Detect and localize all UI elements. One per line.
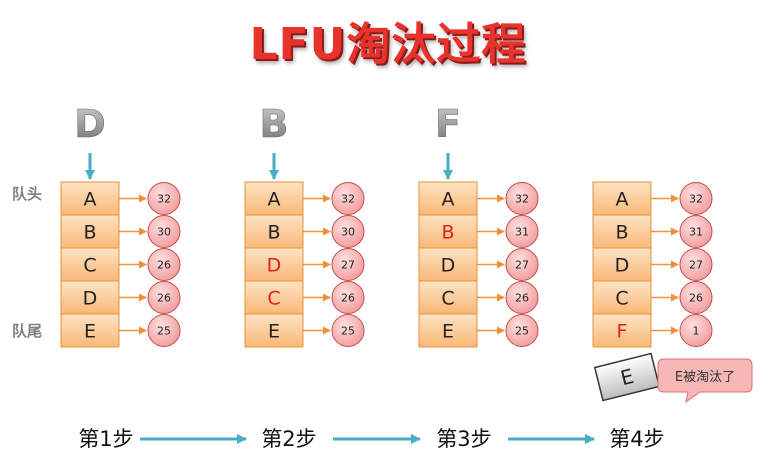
frequency-circle bbox=[147, 248, 181, 281]
frequency-circle bbox=[679, 215, 713, 248]
frequency-count: 27 bbox=[341, 259, 355, 272]
queue-cell bbox=[418, 214, 478, 249]
frequency-count: 27 bbox=[689, 259, 703, 272]
frequency-count: 32 bbox=[341, 193, 355, 206]
queue-cell bbox=[60, 181, 120, 216]
frequency-count: 31 bbox=[689, 226, 703, 239]
frequency-circle bbox=[679, 248, 713, 281]
frequency-count: 26 bbox=[341, 292, 355, 305]
queue-key: A bbox=[268, 189, 281, 211]
queue-key: C bbox=[615, 288, 628, 310]
queue-key: A bbox=[616, 189, 629, 211]
frequency-count: 32 bbox=[515, 193, 529, 206]
frequency-circle bbox=[679, 281, 713, 314]
frequency-circle bbox=[505, 248, 539, 281]
queue-key: B bbox=[615, 222, 628, 244]
frequency-count: 26 bbox=[515, 292, 529, 305]
frequency-circle bbox=[679, 314, 713, 347]
queue-key: E bbox=[84, 321, 96, 343]
step-label-1: 第1步 bbox=[78, 427, 133, 451]
step-column-4: A 32B 31D 27C 26F 1 bbox=[592, 181, 713, 348]
frequency-count: 30 bbox=[157, 226, 171, 239]
queue-cell bbox=[592, 247, 652, 282]
frequency-circle bbox=[505, 215, 539, 248]
step-sequence: 第1步 第2步 第3步 第4步 bbox=[78, 427, 664, 451]
queue-cell bbox=[418, 280, 478, 315]
queue-key: D bbox=[267, 255, 282, 277]
frequency-count: 27 bbox=[515, 259, 529, 272]
frequency-count: 25 bbox=[157, 325, 171, 338]
queue-key: A bbox=[442, 189, 455, 211]
step-label-4: 第4步 bbox=[609, 427, 664, 451]
step-label-3: 第3步 bbox=[436, 427, 491, 451]
queue-cell bbox=[418, 313, 478, 348]
queue-key: D bbox=[615, 255, 630, 277]
queue-cell bbox=[592, 280, 652, 315]
queue-key: B bbox=[267, 222, 280, 244]
step-column-3: F A 32B 31D 27C 26E 25 bbox=[418, 102, 539, 348]
queue-key: F bbox=[617, 321, 628, 343]
frequency-circle bbox=[331, 215, 365, 248]
frequency-circle bbox=[147, 215, 181, 248]
frequency-circle bbox=[331, 182, 365, 215]
queue-key: C bbox=[83, 255, 96, 277]
frequency-count: 25 bbox=[341, 325, 355, 338]
evicted-box: E bbox=[593, 352, 661, 402]
queue-cell bbox=[244, 181, 304, 216]
frequency-count: 25 bbox=[515, 325, 529, 338]
queue-tail-label: 队尾 bbox=[12, 322, 42, 340]
eviction-note: E被淘汰了 bbox=[675, 370, 735, 385]
queue-key: E bbox=[442, 321, 454, 343]
frequency-circle bbox=[147, 314, 181, 347]
queue-cell bbox=[244, 280, 304, 315]
evicted-key: E bbox=[618, 364, 636, 390]
frequency-count: 1 bbox=[693, 325, 700, 338]
queue-cell bbox=[244, 247, 304, 282]
queue-key: C bbox=[441, 288, 454, 310]
incoming-key: D bbox=[74, 102, 106, 146]
queue-key: D bbox=[441, 255, 456, 277]
queue-key: B bbox=[83, 222, 96, 244]
queue-key: C bbox=[267, 288, 280, 310]
queue-head-label: 队头 bbox=[12, 185, 42, 203]
queue-key: A bbox=[84, 189, 97, 211]
queue-cell bbox=[244, 214, 304, 249]
frequency-count: 26 bbox=[157, 259, 171, 272]
frequency-count: 26 bbox=[689, 292, 703, 305]
incoming-key: B bbox=[260, 102, 289, 146]
frequency-circle bbox=[505, 314, 539, 347]
frequency-circle bbox=[147, 182, 181, 215]
page-title: LFU淘汰过程 bbox=[249, 19, 527, 70]
frequency-count: 32 bbox=[689, 193, 703, 206]
queue-key: B bbox=[441, 222, 454, 244]
frequency-circle bbox=[679, 182, 713, 215]
queue-key: E bbox=[268, 321, 280, 343]
step-label-2: 第2步 bbox=[261, 427, 316, 451]
frequency-circle bbox=[331, 314, 365, 347]
queue-key: D bbox=[83, 288, 98, 310]
frequency-circle bbox=[505, 281, 539, 314]
incoming-key: F bbox=[435, 102, 461, 146]
frequency-circle bbox=[147, 281, 181, 314]
frequency-count: 32 bbox=[157, 193, 171, 206]
frequency-count: 31 bbox=[515, 226, 529, 239]
frequency-circle bbox=[505, 182, 539, 215]
frequency-count: 30 bbox=[341, 226, 355, 239]
frequency-count: 26 bbox=[157, 292, 171, 305]
eviction-callout: E被淘汰了 bbox=[657, 358, 753, 404]
queue-cell bbox=[592, 313, 652, 348]
frequency-circle bbox=[331, 281, 365, 314]
frequency-circle bbox=[331, 248, 365, 281]
